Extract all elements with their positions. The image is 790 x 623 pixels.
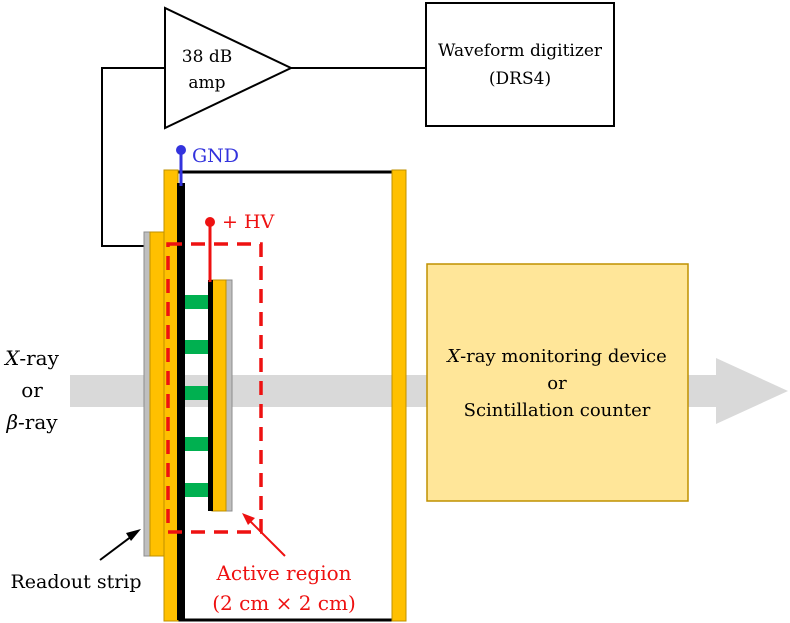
- readout-arrowhead: [126, 529, 141, 541]
- spacer: [185, 483, 210, 497]
- hv-label: + HV: [222, 211, 275, 233]
- gnd-terminal-icon: [176, 145, 186, 155]
- amplifier-label-line2: amp: [188, 73, 225, 93]
- left-chamber-wall: [163, 169, 179, 622]
- cathode-plate: [177, 183, 185, 620]
- beam-source-line2: or: [21, 378, 43, 402]
- amplifier-label-line1: 38 dB: [182, 47, 232, 67]
- electrode-plate: [208, 280, 213, 511]
- monitor-label-line2: or: [547, 373, 567, 394]
- monitor-box: [426, 263, 689, 502]
- right-chamber-wall: [391, 169, 407, 622]
- digitizer-label-line1: Waveform digitizer: [438, 41, 603, 61]
- monitor-label-line3: Scintillation counter: [464, 400, 651, 421]
- electrode-gold: [211, 279, 227, 512]
- amplifier-triangle: [164, 6, 294, 130]
- active-region-label-line1: Active region: [215, 561, 351, 585]
- spacer: [185, 340, 210, 354]
- beam-source-line3: β-ray: [5, 410, 58, 434]
- active-region-label-line2: (2 cm × 2 cm): [212, 591, 356, 615]
- digitizer-box: [425, 2, 615, 127]
- active-region-box: [166, 242, 263, 534]
- digitizer-label-line2: (DRS4): [489, 69, 551, 89]
- gnd-label: GND: [192, 145, 239, 167]
- spacer: [185, 386, 210, 400]
- hv-terminal-icon: [205, 217, 215, 227]
- monitor-label-line1: X-ray monitoring device: [445, 346, 667, 367]
- signal-wire: [101, 67, 165, 247]
- readout-label: Readout strip: [10, 571, 141, 593]
- left-window-frame: [149, 231, 166, 557]
- active-region-pointer: [245, 516, 286, 557]
- beam-source-line1: X-ray: [3, 346, 59, 370]
- active-region-arrowhead: [242, 513, 255, 525]
- spacer: [185, 437, 210, 451]
- spacer: [185, 295, 210, 309]
